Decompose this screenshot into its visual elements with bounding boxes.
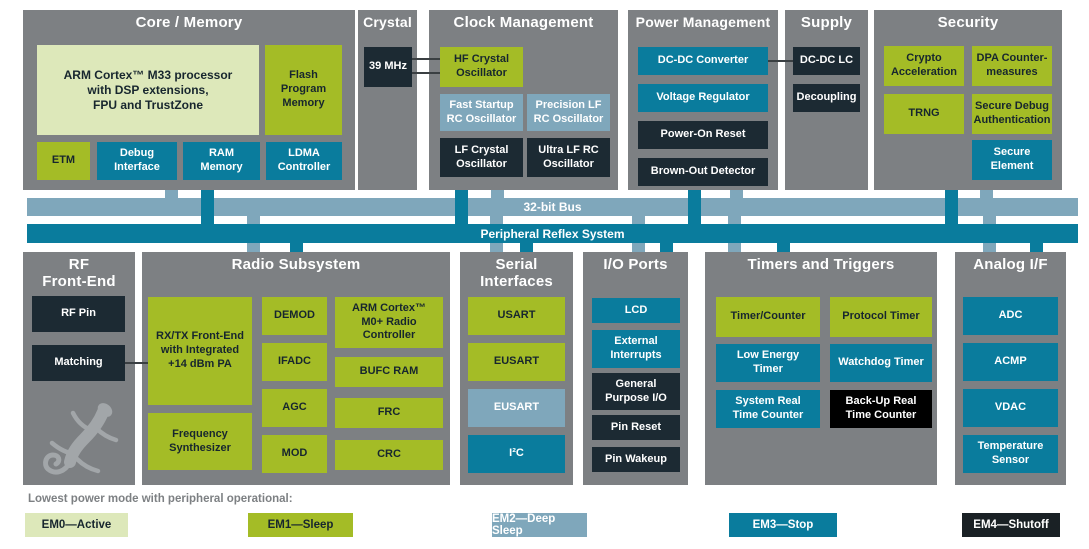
- block-trng: TRNG: [884, 94, 964, 134]
- block-vdac: VDAC: [963, 389, 1058, 427]
- block-eusart-2: EUSART: [468, 389, 565, 427]
- block-agc: AGC: [262, 389, 327, 427]
- block-lcd: LCD: [592, 298, 680, 323]
- block-crypto-acceleration: Crypto Acceleration: [884, 46, 964, 86]
- block-power-on-reset: Power-On Reset: [638, 121, 768, 149]
- section-crystal: Crystal 39 MHz: [358, 10, 417, 190]
- block-usart: USART: [468, 297, 565, 335]
- section-clock-management: Clock Management HF Crystal Oscillator F…: [429, 10, 618, 190]
- block-arm-cortex-m33: ARM Cortex™ M33 processor with DSP exten…: [37, 45, 259, 135]
- block-mod: MOD: [262, 435, 327, 473]
- block-flash-program-memory: Flash Program Memory: [265, 45, 342, 135]
- block-protocol-timer: Protocol Timer: [830, 297, 932, 337]
- section-title: Security: [937, 14, 999, 31]
- block-rf-pin: RF Pin: [32, 296, 125, 332]
- block-pin-wakeup: Pin Wakeup: [592, 447, 680, 472]
- block-watchdog-timer: Watchdog Timer: [830, 344, 932, 382]
- block-pin-reset: Pin Reset: [592, 415, 680, 440]
- block-dcdc-converter: DC-DC Converter: [638, 47, 768, 75]
- block-general-purpose-io: General Purpose I/O: [592, 373, 680, 410]
- block-39mhz-crystal: 39 MHz: [364, 47, 412, 87]
- section-title: Supply: [800, 14, 853, 31]
- crystal-wire-bottom: [412, 72, 440, 74]
- section-security: Security Crypto Acceleration DPA Counter…: [874, 10, 1062, 190]
- block-ifadc: IFADC: [262, 343, 327, 381]
- prs-connector: [688, 188, 701, 233]
- block-ultra-lf-rc-oscillator: Ultra LF RC Oscillator: [527, 138, 610, 177]
- section-serial-interfaces: Serial Interfaces USART EUSART EUSART I²…: [460, 252, 573, 485]
- section-title: Analog I/F: [973, 256, 1048, 273]
- block-precision-lf-rc-oscillator: Precision LF RC Oscillator: [527, 94, 610, 131]
- block-rxtx-front-end: RX/TX Front-End with Integrated +14 dBm …: [148, 297, 252, 405]
- block-backup-real-time-counter: Back-Up Real Time Counter: [830, 390, 932, 428]
- block-fast-startup-rc-oscillator: Fast Startup RC Oscillator: [440, 94, 523, 131]
- block-system-real-time-counter: System Real Time Counter: [716, 390, 820, 428]
- block-debug-interface: Debug Interface: [97, 142, 177, 180]
- block-arm-cortex-m0-radio-controller: ARM Cortex™ M0+ Radio Controller: [335, 297, 443, 348]
- block-secure-element: Secure Element: [972, 140, 1052, 180]
- block-lf-crystal-oscillator: LF Crystal Oscillator: [440, 138, 523, 177]
- block-eusart-1: EUSART: [468, 343, 565, 381]
- block-matching: Matching: [32, 345, 125, 381]
- block-demod: DEMOD: [262, 297, 327, 335]
- block-crc: CRC: [335, 440, 443, 470]
- block-external-interrupts: External Interrupts: [592, 330, 680, 368]
- block-low-energy-timer: Low Energy Timer: [716, 344, 820, 382]
- section-io-ports: I/O Ports LCD External Interrupts Genera…: [583, 252, 688, 485]
- section-power-management: Power Management DC-DC Converter Voltage…: [628, 10, 778, 190]
- section-title: Timers and Triggers: [747, 256, 895, 273]
- block-ram-memory: RAM Memory: [183, 142, 260, 180]
- block-decoupling: Decoupling: [793, 84, 860, 112]
- block-timer-counter: Timer/Counter: [716, 297, 820, 337]
- section-title: Radio Subsystem: [231, 256, 361, 273]
- block-adc: ADC: [963, 297, 1058, 335]
- bus-32bit: 32-bit Bus: [27, 198, 1078, 216]
- block-ldma-controller: LDMA Controller: [266, 142, 342, 180]
- legend-em4-shutoff: EM4—Shutoff: [962, 513, 1060, 537]
- section-supply: Supply DC-DC LC Decoupling: [785, 10, 868, 190]
- matching-wire: [125, 362, 148, 364]
- prs-connector: [201, 188, 214, 233]
- section-title: RF Front-End: [42, 256, 116, 290]
- legend-em1-sleep: EM1—Sleep: [248, 513, 353, 537]
- section-analog-if: Analog I/F ADC ACMP VDAC Temperature Sen…: [955, 252, 1066, 485]
- block-voltage-regulator: Voltage Regulator: [638, 84, 768, 112]
- block-dcdc-lc: DC-DC LC: [793, 47, 860, 75]
- section-core-memory: Core / Memory ARM Cortex™ M33 processor …: [23, 10, 355, 190]
- crystal-wire-top: [412, 58, 440, 60]
- block-dpa-countermeasures: DPA Counter- measures: [972, 46, 1052, 86]
- gecko-logo: [35, 402, 127, 485]
- bus-peripheral-reflex-system: Peripheral Reflex System: [27, 224, 1078, 243]
- section-title: Power Management: [635, 14, 771, 30]
- block-brown-out-detector: Brown-Out Detector: [638, 158, 768, 186]
- dcdc-lc-wire: [768, 60, 793, 62]
- block-acmp: ACMP: [963, 343, 1058, 381]
- section-title: I/O Ports: [603, 256, 668, 273]
- prs-connector: [455, 188, 468, 233]
- legend-em0-active: EM0—Active: [25, 513, 128, 537]
- section-timers-triggers: Timers and Triggers Timer/Counter Protoc…: [705, 252, 937, 485]
- legend-em2-deep-sleep: EM2—Deep Sleep: [492, 513, 587, 537]
- legend-label: Lowest power mode with peripheral operat…: [28, 493, 293, 505]
- block-etm: ETM: [37, 142, 90, 180]
- block-bufc-ram: BUFC RAM: [335, 357, 443, 387]
- prs-label: Peripheral Reflex System: [480, 226, 625, 241]
- section-title: Clock Management: [453, 14, 594, 31]
- section-radio-subsystem: Radio Subsystem RX/TX Front-End with Int…: [142, 252, 450, 485]
- block-temperature-sensor: Temperature Sensor: [963, 435, 1058, 473]
- block-hf-crystal-oscillator: HF Crystal Oscillator: [440, 47, 523, 87]
- section-title: Crystal: [363, 14, 412, 30]
- block-frequency-synthesizer: Frequency Synthesizer: [148, 413, 252, 470]
- section-title: Core / Memory: [135, 14, 243, 31]
- block-secure-debug-authentication: Secure Debug Authentication: [972, 94, 1052, 134]
- prs-connector: [945, 188, 958, 233]
- section-title: Serial Interfaces: [480, 256, 553, 290]
- bus-32bit-label: 32-bit Bus: [523, 200, 582, 214]
- section-rf-front-end: RF Front-End RF Pin Matching: [23, 252, 135, 485]
- block-i2c: I²C: [468, 435, 565, 473]
- legend-em3-stop: EM3—Stop: [729, 513, 837, 537]
- block-frc: FRC: [335, 398, 443, 428]
